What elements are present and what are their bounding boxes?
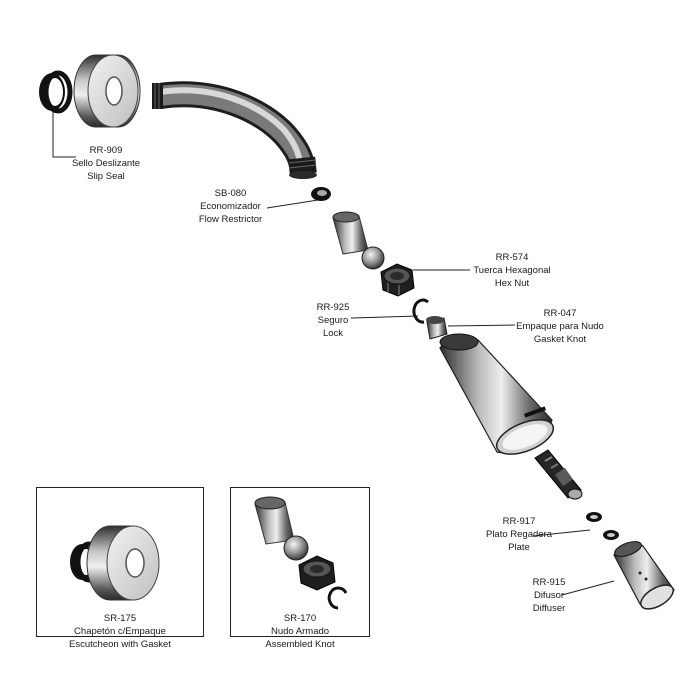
label-es: Empaque para Nudo [516, 321, 604, 332]
shower-arm-part [152, 81, 317, 179]
label-es: Seguro [317, 315, 349, 326]
label-es: Chapetón c/Empaque [74, 626, 166, 637]
slip-seal-part [39, 70, 73, 114]
label-es: Tuerca Hexagonal [473, 265, 551, 276]
label-es: Economizador [200, 201, 261, 212]
label-code: RR-909 [89, 145, 123, 156]
label-sr170: SR-170 Nudo Armado Assembled Knot [250, 612, 350, 651]
label-code: RR-925 [316, 302, 350, 313]
plate-washer-part [586, 512, 619, 540]
label-en: Slip Seal [87, 171, 125, 182]
plate-cartridge-part [534, 449, 583, 500]
label-en: Gasket Knot [533, 334, 587, 345]
kit-knot-parts [254, 496, 348, 610]
label-code: SB-080 [214, 188, 247, 199]
label-rr915: RR-915 Difusor Diffuser [521, 576, 577, 615]
label-rr909: RR-909 Sello Deslizante Slip Seal [70, 144, 142, 183]
label-es: Sello Deslizante [71, 158, 141, 169]
label-code: RR-915 [532, 577, 566, 588]
label-en: Assembled Knot [265, 639, 335, 650]
label-code: RR-574 [495, 252, 529, 263]
label-es: Difusor [533, 590, 565, 601]
flow-restrictor-part [311, 187, 331, 201]
gasket-knot-part [426, 316, 448, 340]
label-code: SR-170 [283, 613, 317, 624]
ball-connector-part [332, 211, 385, 270]
label-code: RR-047 [543, 308, 577, 319]
label-en: Diffuser [532, 603, 566, 614]
label-rr917: RR-917 Plato Regadera Plate [478, 515, 560, 554]
label-en: Escutcheon with Gasket [69, 639, 171, 650]
kit-escutcheon-parts [70, 525, 160, 601]
label-es: Plato Regadera [485, 529, 553, 540]
lock-ring-part [412, 298, 429, 324]
label-es: Nudo Armado [270, 626, 330, 637]
label-code: SR-175 [103, 613, 137, 624]
hex-nut-part [380, 263, 415, 297]
label-en: Lock [322, 328, 344, 339]
label-en: Plate [508, 542, 530, 553]
diffuser-part [613, 541, 675, 610]
label-en: Hex Nut [494, 278, 530, 289]
label-code: RR-917 [502, 516, 536, 527]
escutcheon-part [73, 54, 141, 128]
leader-lines [52, 112, 615, 596]
label-rr047: RR-047 Empaque para Nudo Gasket Knot [510, 307, 610, 346]
label-rr574: RR-574 Tuerca Hexagonal Hex Nut [466, 251, 558, 290]
kit-box-escutcheon [36, 487, 204, 637]
kit-box-assembled-knot [230, 487, 370, 637]
shower-head-body-part [439, 333, 555, 455]
label-sr175: SR-175 Chapetón c/Empaque Escutcheon wit… [50, 612, 190, 651]
label-en: Flow Restrictor [198, 214, 263, 225]
label-sb080: SB-080 Economizador Flow Restrictor [193, 187, 268, 226]
label-rr925: RR-925 Seguro Lock [308, 301, 358, 340]
